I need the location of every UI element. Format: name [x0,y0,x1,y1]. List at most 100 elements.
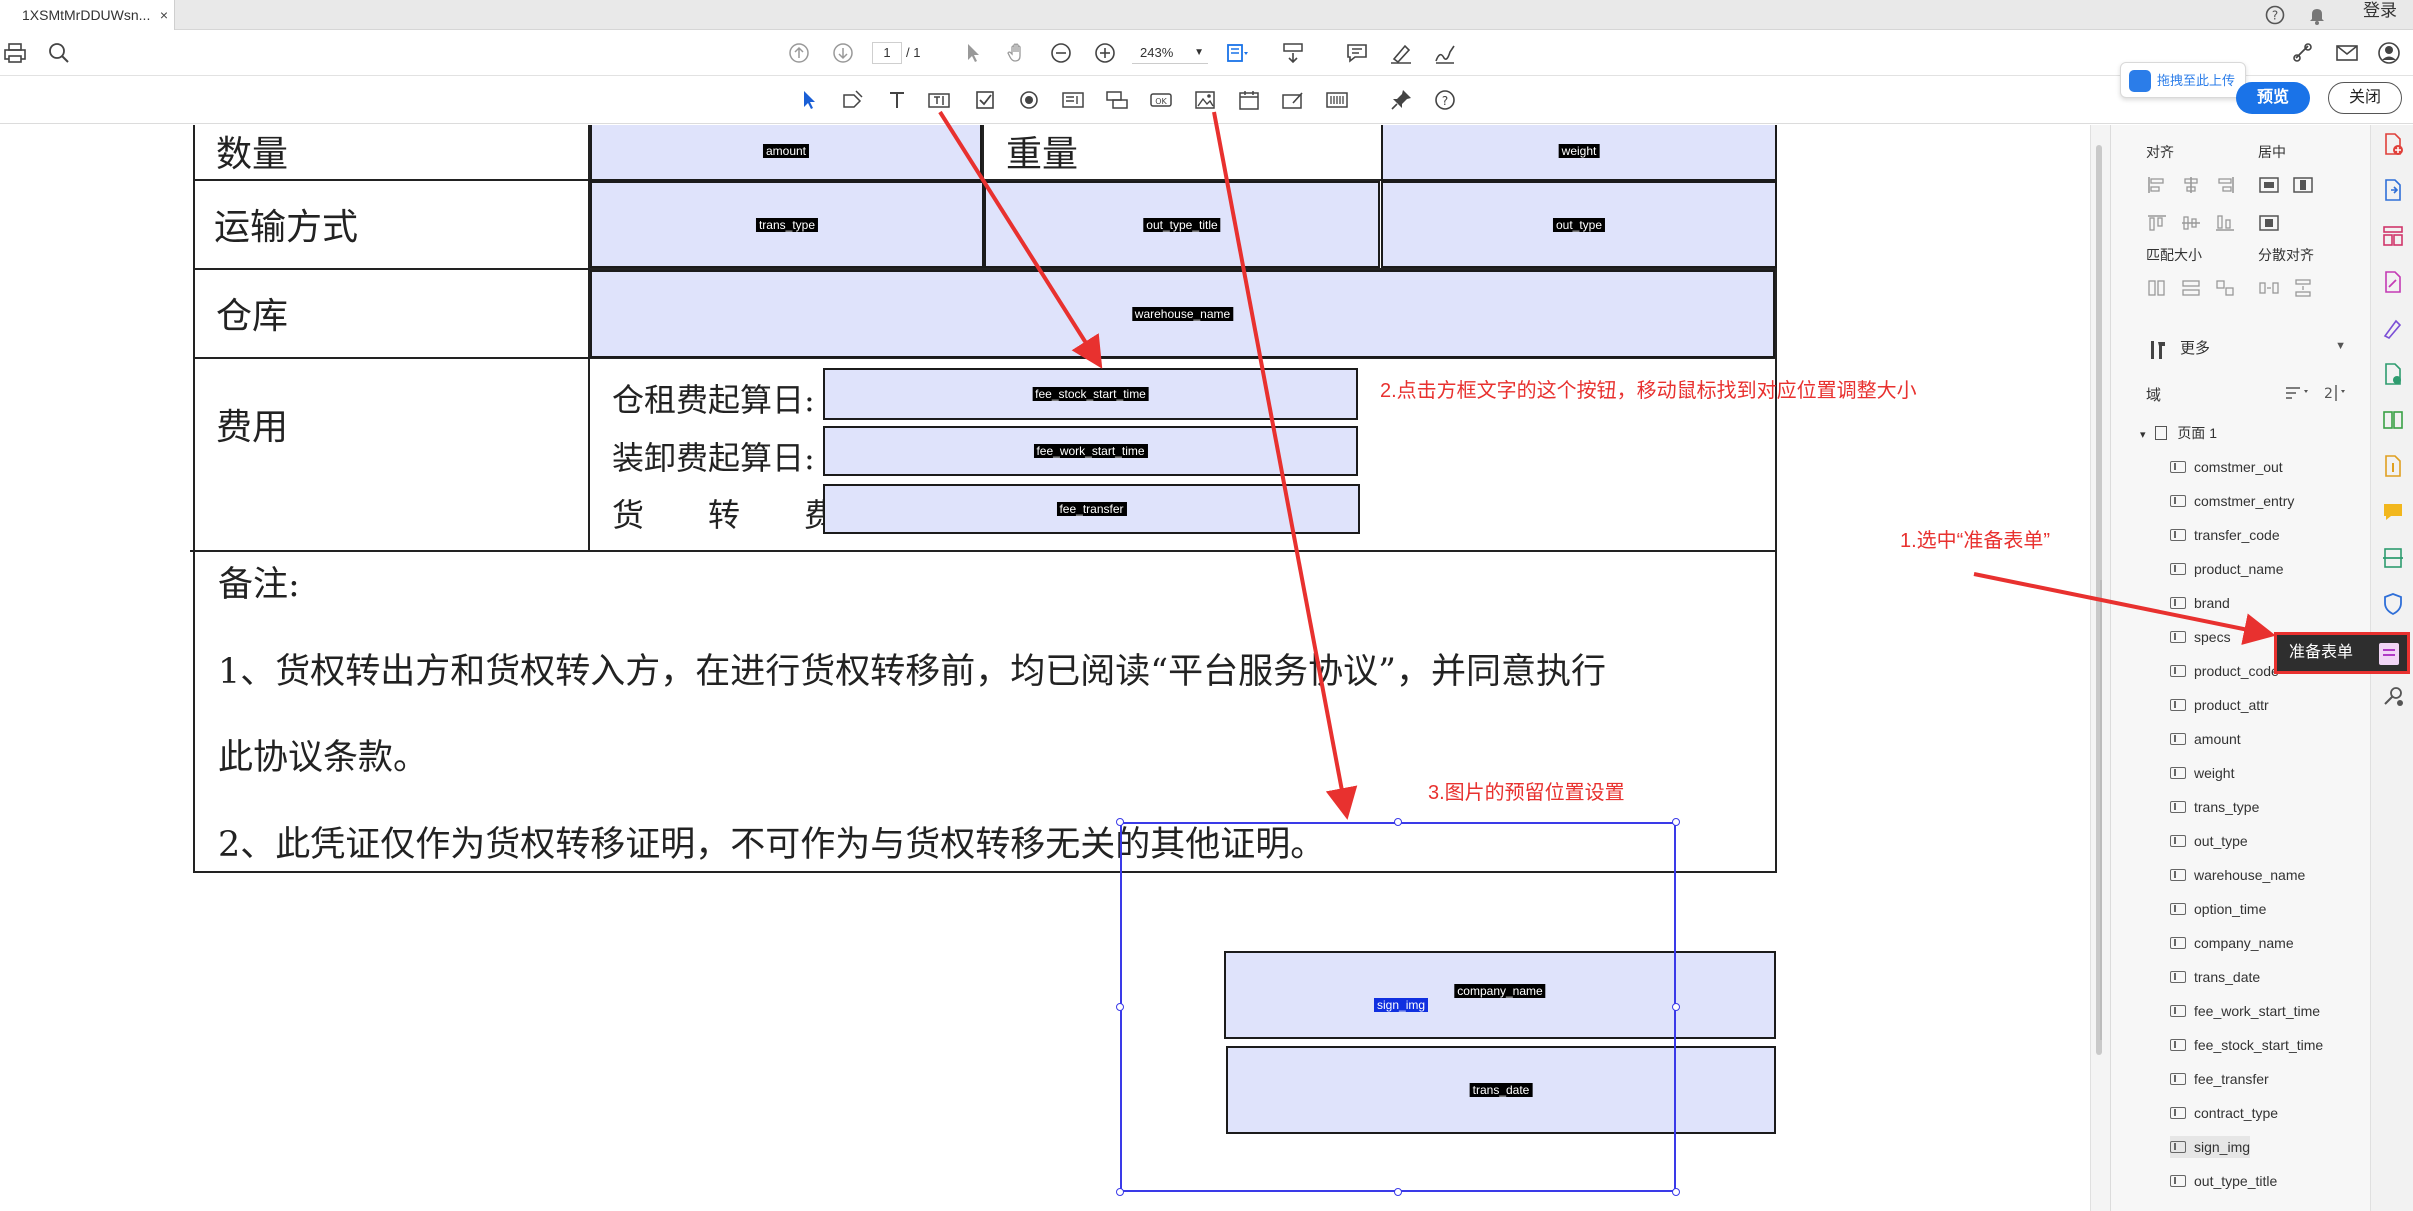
help-icon[interactable]: ? [1432,87,1458,113]
fill-sign-icon[interactable] [2381,316,2405,340]
prepare-form-tool-button[interactable]: 准备表单 [2274,632,2410,674]
field-list-item[interactable]: company_name [2170,932,2294,954]
hand-tool-icon[interactable] [1004,40,1030,66]
export-pdf-icon[interactable] [2381,178,2405,202]
upload-to-cloud-button[interactable]: 拖拽至此上传 [2120,62,2246,98]
resize-handle[interactable] [1394,1188,1402,1196]
page-number-input[interactable]: 1 [872,42,902,64]
account-icon[interactable] [2376,40,2402,66]
center-horizontal-icon[interactable] [2258,175,2280,195]
text-tool-icon[interactable] [884,87,910,113]
resize-handle[interactable] [1116,1003,1124,1011]
login-link[interactable]: 登录 [2363,1,2397,20]
auto-detect-fields-icon[interactable] [840,87,866,113]
resize-handle[interactable] [1672,1003,1680,1011]
resize-handle[interactable] [1394,818,1402,826]
field-list-item[interactable]: fee_stock_start_time [2170,1034,2323,1056]
more-options-row[interactable]: 更多 ▼ [2146,336,2356,364]
match-height-icon[interactable] [2180,278,2202,298]
form-field-out-type-title[interactable]: out_type_title [984,181,1380,268]
field-list-item[interactable]: fee_work_start_time [2170,1000,2320,1022]
resize-handle[interactable] [1672,1188,1680,1196]
page-tree-node[interactable]: ▾ 页面 1 [2140,422,2217,446]
form-field-trans-type[interactable]: trans_type [590,181,984,268]
field-list-item[interactable]: out_type_title [2170,1170,2277,1192]
form-select-icon[interactable] [796,87,822,113]
compare-files-icon[interactable] [2381,408,2405,432]
resize-handle[interactable] [1116,1188,1124,1196]
edit-pdf-icon[interactable] [2381,270,2405,294]
scroll-mode-icon[interactable] [1280,40,1306,66]
image-field-icon[interactable] [1192,87,1218,113]
close-button[interactable]: 关闭 [2328,82,2402,114]
zoom-level-select[interactable]: 243% ▼ [1132,42,1208,64]
distribute-vertical-icon[interactable] [2292,278,2314,298]
align-right-icon[interactable] [2214,175,2236,195]
button-field-icon[interactable]: OK [1148,87,1174,113]
highlight-pen-icon[interactable] [1388,40,1414,66]
create-pdf-icon[interactable] [2381,132,2405,156]
organize-pages-icon[interactable] [2381,224,2405,248]
form-field-trans-date[interactable]: trans_date [1226,1046,1776,1134]
next-page-icon[interactable] [830,40,856,66]
previous-page-icon[interactable] [786,40,812,66]
field-list-item[interactable]: amount [2170,728,2241,750]
search-icon[interactable] [46,40,72,66]
align-middle-icon[interactable] [2180,213,2202,233]
form-field-fee-transfer[interactable]: fee_transfer [823,484,1360,534]
center-both-icon[interactable] [2258,213,2280,233]
form-field-amount[interactable]: amount [590,125,982,181]
mail-icon[interactable] [2334,40,2360,66]
sign-icon[interactable] [1432,40,1458,66]
field-list-item[interactable]: comstmer_entry [2170,490,2294,512]
align-top-icon[interactable] [2146,213,2168,233]
field-list-item[interactable]: warehouse_name [2170,864,2305,886]
radio-button-icon[interactable] [1016,87,1042,113]
protect-shield-icon[interactable] [2381,592,2405,616]
field-list-item[interactable]: trans_date [2170,966,2260,988]
field-list-item[interactable]: product_name [2170,558,2284,580]
list-box-icon[interactable] [1060,87,1086,113]
field-list-item[interactable]: fee_transfer [2170,1068,2269,1090]
digital-signature-icon[interactable] [1280,87,1306,113]
field-list-item[interactable]: product_attr [2170,694,2269,716]
form-field-company-name[interactable]: company_name [1224,951,1776,1039]
field-list-item[interactable]: weight [2170,762,2234,784]
dropdown-field-icon[interactable] [1104,87,1130,113]
sort-icon[interactable] [2284,384,2310,404]
form-field-fee-work-start-time[interactable]: fee_work_start_time [823,426,1358,476]
field-list-item[interactable]: specs [2170,626,2231,648]
date-field-icon[interactable] [1236,87,1262,113]
field-list-item[interactable]: out_type [2170,830,2248,852]
resize-handle[interactable] [1116,818,1124,826]
compress-pdf-icon[interactable] [2381,454,2405,478]
select-tool-icon[interactable] [960,40,986,66]
match-width-icon[interactable] [2146,278,2168,298]
barcode-icon[interactable] [1324,87,1350,113]
fit-page-icon[interactable] [1224,40,1250,66]
pin-icon[interactable] [1388,87,1414,113]
field-list-item[interactable]: comstmer_out [2170,456,2283,478]
comment-icon[interactable] [1344,40,1370,66]
send-for-signature-icon[interactable] [2381,362,2405,386]
align-center-icon[interactable] [2180,175,2202,195]
distribute-horizontal-icon[interactable] [2258,278,2280,298]
form-field-warehouse-name[interactable]: warehouse_name [590,270,1775,358]
align-bottom-icon[interactable] [2214,213,2236,233]
field-list-item[interactable]: brand [2170,592,2230,614]
panel-splitter[interactable] [2100,580,2102,1040]
document-tab[interactable]: 1XSMtMrDDUWsn... × [0,0,175,30]
center-vertical-icon[interactable] [2292,175,2314,195]
field-list-item[interactable]: trans_type [2170,796,2259,818]
zoom-in-icon[interactable] [1092,40,1118,66]
print-icon[interactable] [2,40,28,66]
scan-ocr-icon[interactable] [2381,546,2405,570]
text-field-icon[interactable] [926,87,952,113]
checkbox-field-icon[interactable] [972,87,998,113]
preview-button[interactable]: 预览 [2236,82,2310,114]
align-left-icon[interactable] [2146,175,2168,195]
field-list-item[interactable]: contract_type [2170,1102,2278,1124]
help-icon[interactable]: ? [2264,4,2286,26]
bell-icon[interactable] [2306,4,2328,26]
field-list-item[interactable]: product_code [2170,660,2279,682]
